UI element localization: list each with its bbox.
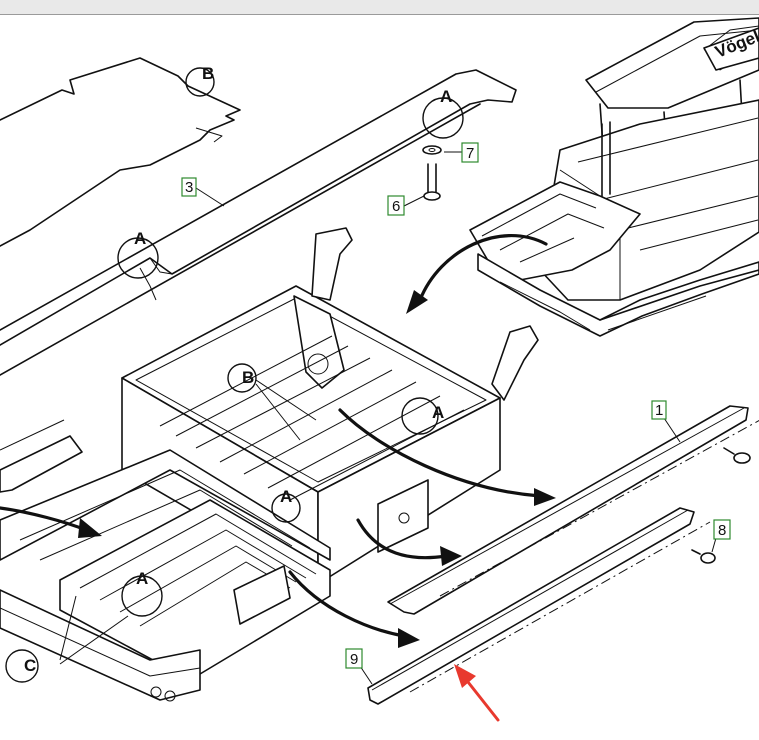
part-label-6: 6 bbox=[387, 195, 405, 216]
callout-a-frame-right: A bbox=[401, 397, 444, 435]
hood-cover-panel bbox=[0, 57, 241, 247]
svg-text:8: 8 bbox=[718, 522, 726, 539]
callout-c-bottom: C bbox=[5, 649, 39, 683]
bolt-part-6 bbox=[423, 163, 441, 201]
svg-text:9: 9 bbox=[350, 651, 358, 668]
highlight-arrow bbox=[454, 664, 500, 722]
svg-text:A: A bbox=[136, 569, 148, 588]
part-label-8: 8 bbox=[713, 519, 731, 540]
washer-part-7 bbox=[422, 145, 442, 155]
side-cover-plate bbox=[0, 69, 517, 376]
svg-text:C: C bbox=[24, 656, 36, 675]
callout-b-frame: B bbox=[227, 363, 257, 393]
callout-b-top: B bbox=[185, 64, 215, 97]
callout-a-top: A bbox=[422, 87, 464, 139]
assembly-arrows bbox=[0, 234, 556, 648]
part-label-9: 9 bbox=[345, 648, 363, 669]
bolt-part-8-upper bbox=[723, 447, 751, 464]
callout-a-left: A bbox=[117, 229, 159, 279]
part-label-7: 7 bbox=[461, 142, 479, 163]
svg-text:3: 3 bbox=[185, 179, 193, 196]
svg-text:A: A bbox=[432, 403, 444, 422]
viewer-top-edge bbox=[0, 0, 759, 15]
side-rail-upper bbox=[387, 405, 759, 615]
svg-text:A: A bbox=[134, 229, 146, 248]
svg-text:B: B bbox=[242, 368, 254, 387]
chassis-frame bbox=[0, 227, 539, 702]
callout-a-frame-center: A bbox=[271, 487, 301, 523]
part-label-1: 1 bbox=[651, 400, 667, 420]
svg-text:B: B bbox=[202, 64, 214, 83]
bolt-part-8-lower bbox=[691, 549, 716, 564]
side-rail-lower bbox=[367, 507, 711, 705]
svg-text:A: A bbox=[440, 87, 452, 106]
svg-text:7: 7 bbox=[466, 145, 474, 162]
callout-a-frame-lower: A bbox=[121, 569, 163, 617]
svg-text:A: A bbox=[280, 487, 292, 506]
part-label-3: 3 bbox=[181, 177, 197, 197]
svg-text:6: 6 bbox=[392, 198, 400, 215]
paver-machine: Vögele bbox=[469, 17, 759, 337]
svg-text:1: 1 bbox=[655, 402, 663, 419]
